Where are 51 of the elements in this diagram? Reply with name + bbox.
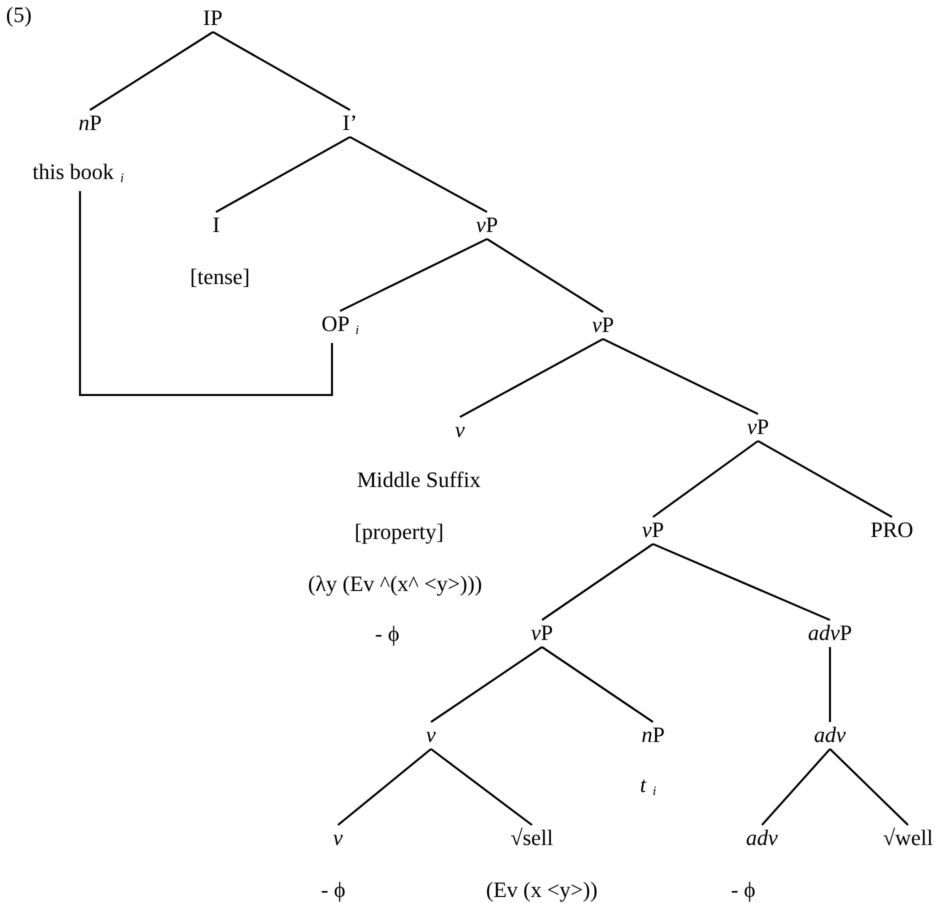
tree-branch [340,238,488,312]
tree-branch [829,748,909,826]
feature-label: t $_{i}$ [640,772,656,800]
tree-branch [602,338,758,415]
node-label: v [426,722,436,748]
node-label: vP [476,212,498,238]
tree-branch [337,748,432,826]
node-label: √well [883,825,933,851]
node-label: vP [747,414,769,440]
feature-label: [tense] [190,264,250,290]
example-number: (5) [6,2,32,28]
tree-branch [430,748,533,826]
node-label: vP [531,620,553,646]
node-label: advP [808,620,852,646]
tree-branch [758,440,892,518]
node-label: PRO [870,517,914,543]
movement-line [79,191,333,396]
tree-branch [89,31,214,111]
node-label: adv [746,825,778,851]
tree-branch [486,238,604,313]
tree-branch [430,646,543,723]
tree-branch [652,440,759,518]
feature-label: [property] [354,519,444,545]
node-label: v [455,417,465,443]
tree-branch [829,647,831,722]
tree-branch [761,748,831,826]
node-label: OP $_{i}$ [322,311,358,343]
node-label: v [333,825,343,851]
tree-branch [652,543,830,621]
node-label: adv [814,722,846,748]
node-label: √sell [510,825,554,851]
feature-label: - ϕ [321,877,346,903]
feature-label: (λy (Ev ^(x^ <y>))) [308,571,482,597]
feature-label: this book $_{i}$ [32,159,124,187]
tree-branch [350,136,488,213]
node-label: vP [592,312,614,338]
node-label: I’ [342,110,358,136]
feature-label: Middle Suffix [357,467,481,493]
node-label: nP [642,722,665,748]
tree-branch [212,31,350,111]
feature-label: (Ev (x <y>)) [486,877,598,903]
tree-branch [541,646,654,723]
node-label: IP [203,5,223,31]
tree-branch [541,543,654,621]
node-label: nP [78,110,102,136]
feature-label: - ϕ [731,877,756,903]
node-label: I [212,212,220,238]
tree-branch [460,338,604,418]
feature-label: - ϕ [375,621,400,647]
tree-branch [216,136,350,213]
node-label: vP [642,517,664,543]
